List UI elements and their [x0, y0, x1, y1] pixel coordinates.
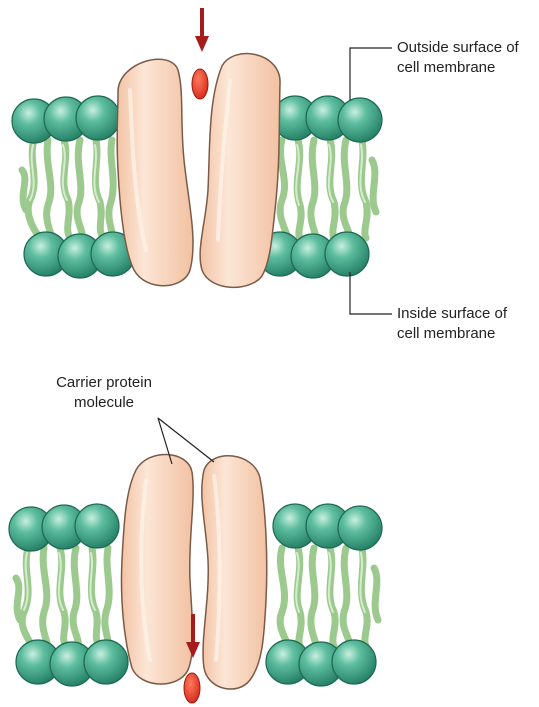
bottom-membrane-panel: [9, 418, 382, 703]
bottom-right-inner-heads: [266, 640, 376, 686]
bottom-left-tail-highlights: [24, 553, 95, 610]
top-left-inner-heads: [24, 232, 135, 278]
bottom-right-outer-heads: [273, 504, 382, 550]
top-left-lipid-tails: [22, 140, 113, 238]
top-left-outer-heads: [12, 96, 120, 143]
down-arrow-icon: [195, 8, 209, 52]
inside-surface-label-line1: Inside surface of: [397, 304, 507, 324]
bottom-left-lipid-tails: [16, 548, 109, 646]
carrier-protein-label: Carrier protein molecule: [39, 373, 169, 413]
outside-surface-label-line1: Outside surface of: [397, 38, 519, 58]
outside-surface-label: Outside surface of cell membrane: [397, 38, 519, 78]
carrier-protein-label-line2: molecule: [39, 393, 169, 413]
inside-surface-label-line2: cell membrane: [397, 324, 507, 344]
top-right-outer-heads: [273, 96, 382, 142]
bottom-left-outer-heads: [9, 504, 119, 551]
top-membrane-panel: [12, 8, 392, 314]
solute-molecule-icon: [192, 69, 208, 99]
carrier-protein-label-line1: Carrier protein: [39, 373, 169, 393]
top-right-inner-heads: [258, 232, 369, 278]
inside-surface-leader: [350, 272, 392, 314]
top-protein-right-half: [200, 54, 280, 288]
inside-surface-label: Inside surface of cell membrane: [397, 304, 507, 344]
solute-molecule-icon: [184, 673, 200, 703]
bottom-protein-right-half: [202, 456, 267, 689]
bottom-protein-left-half: [121, 454, 193, 684]
outside-surface-leader: [350, 48, 392, 100]
bottom-left-inner-heads: [16, 640, 128, 686]
outside-surface-label-line2: cell membrane: [397, 58, 519, 78]
